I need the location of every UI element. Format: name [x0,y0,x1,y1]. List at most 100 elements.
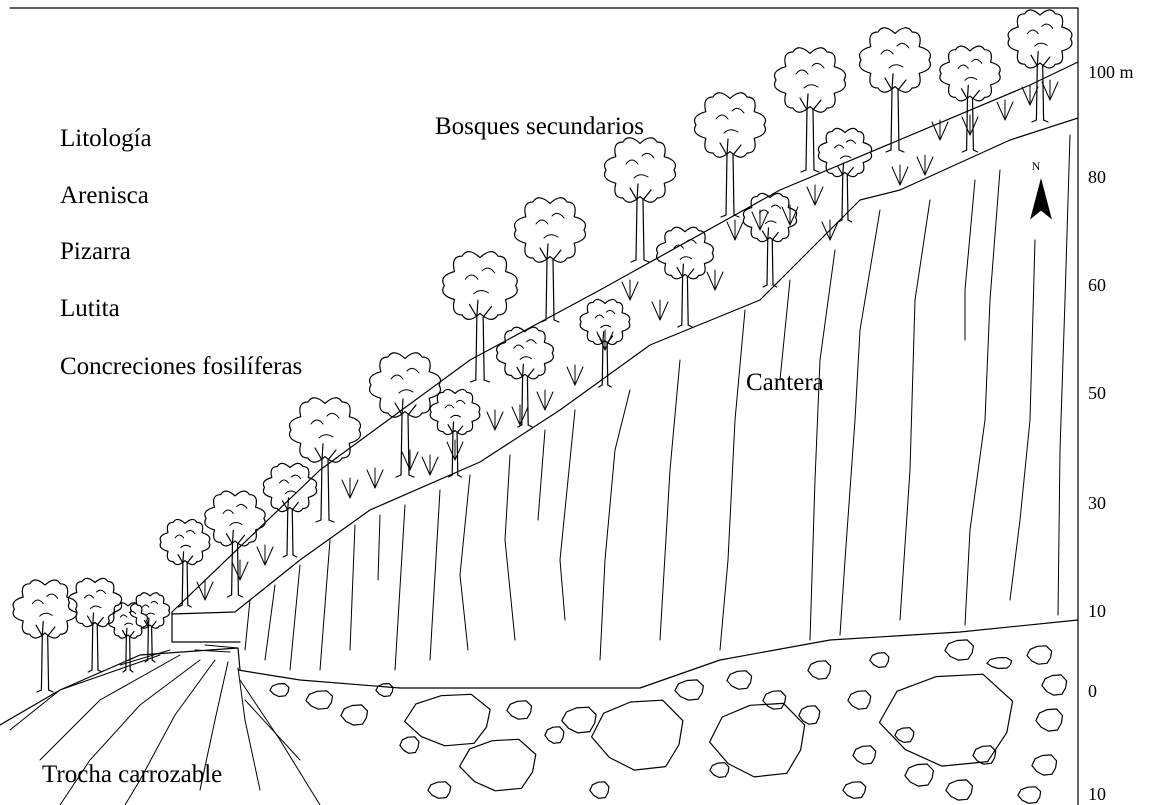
label-quarry: Cantera [746,369,824,396]
quarry-floor-line [238,620,1078,688]
boulder [1032,755,1057,775]
scale-tick-10: 10 [1088,601,1106,621]
scale-tick-80: 80 [1088,167,1106,187]
fracture-line [560,410,575,620]
grass-tufts [197,80,1058,600]
label-forest: Bosques secundarios [435,113,644,140]
fracture-line [460,475,470,650]
boulder [879,674,1012,766]
legend-item-pizarra: Pizarra [60,238,131,265]
boulder [592,700,683,770]
boulder [460,739,536,791]
scale-tick-0: 0 [1088,681,1097,701]
boulder [507,701,532,719]
grass-tuft [447,440,463,460]
fracture-line [245,600,250,650]
fracture-line [660,360,680,640]
boulder [1036,709,1063,731]
scale-tick-50: 50 [1088,383,1106,403]
boulder [853,746,876,764]
boulder [545,727,564,744]
scale-tick-30: 30 [1088,493,1106,513]
grass-tuft [197,580,213,600]
grass-tuft [342,478,358,498]
quarry-top-line [172,118,1078,614]
grass-tuft [822,220,838,240]
road-track [205,645,238,648]
north-arrow-icon: N [1031,159,1051,218]
boulder [710,703,805,777]
scale-tick-60: 60 [1088,275,1106,295]
tree [263,463,316,557]
tree [743,193,796,287]
grass-tuft [622,280,638,300]
fracture-line [720,310,745,650]
legend-item-arenisca: Arenisca [60,182,149,209]
boulder [428,782,451,799]
boulder [848,691,871,709]
tree [1008,10,1072,122]
fracture-line [780,280,790,380]
tree [818,128,871,222]
boulder [270,684,289,697]
fracture-line [350,525,355,650]
fracture-line [378,515,380,580]
boulder-field [270,640,1067,803]
tree [205,491,265,597]
grass-tuft [707,270,723,290]
road-track [120,650,170,665]
grass-tuft [807,185,823,205]
grass-tuft [652,300,668,320]
boulder [905,764,934,786]
grass-tuft [567,365,583,385]
fracture-line [840,210,880,635]
boulder [987,658,1012,669]
road-step-line [172,612,240,642]
road-track [245,700,300,760]
label-road: Trocha carrozable [42,761,222,788]
fracture-line [965,180,975,340]
grass-tuft [257,545,273,565]
fracture-line [320,540,330,670]
boulder [376,684,393,697]
grass-tuft [512,405,528,425]
boulder [400,737,419,754]
boulder [405,694,491,746]
boulder [1027,646,1052,664]
grass-tuft [367,468,383,488]
tree [290,398,361,522]
tree [695,93,766,217]
boulder [562,707,596,733]
grass-tuft [487,410,503,430]
north-label: N [1032,159,1041,173]
tree [443,252,518,382]
fracture-line [600,390,630,660]
scale-tick-100: 100 m [1088,62,1134,82]
fracture-line [1058,135,1070,615]
fracture-line [1010,240,1035,600]
road-track [238,668,260,790]
grass-tuft [402,450,418,470]
boulder [1042,675,1067,695]
road-track [240,680,320,805]
tree [13,580,77,692]
road-edge-line [0,648,240,725]
boulder [808,661,831,679]
fracture-line [505,455,515,640]
fracture-line [538,430,545,520]
boulder [895,728,914,743]
tree [605,138,676,262]
grass-tuft [1042,80,1058,100]
tree [775,48,846,172]
boulder [843,782,866,799]
legend-item-concreciones: Concreciones fosilíferas [60,353,302,380]
grass-tuft [232,560,248,580]
boulder [870,653,889,668]
boulder [727,671,752,689]
grass-tuft [422,455,438,475]
boulder [945,640,974,660]
boulder [710,763,729,778]
tree [430,389,480,477]
tree [497,327,554,427]
